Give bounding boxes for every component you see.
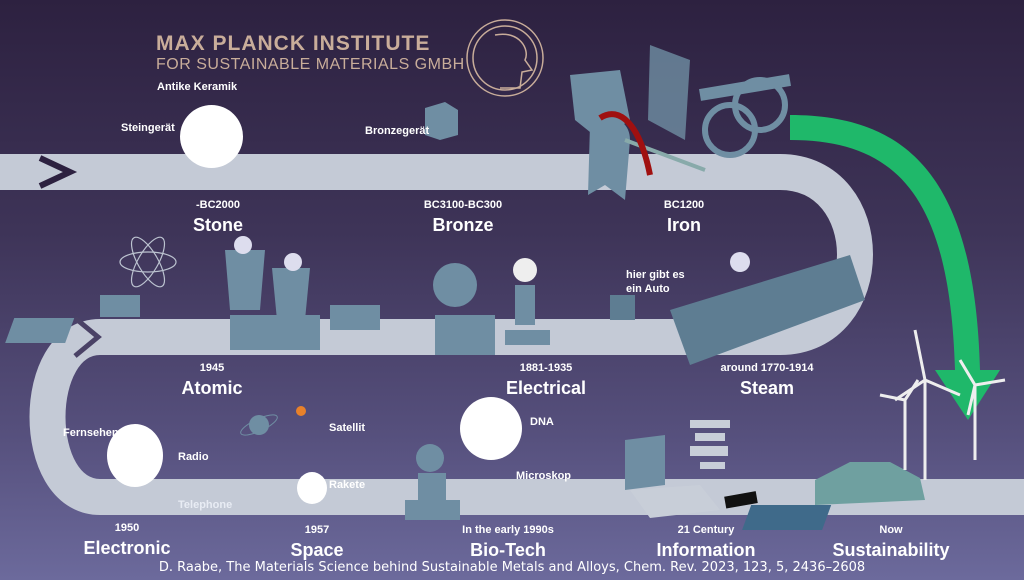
era-year-electronic: 1950 xyxy=(114,522,140,534)
era-name-electrical: Electrical xyxy=(505,378,587,398)
era-name-atomic: Atomic xyxy=(181,378,243,398)
era-year-steam: around 1770-1914 xyxy=(720,362,814,374)
institute-subtitle: FOR SUSTAINABLE MATERIALS GMBH xyxy=(156,56,465,73)
era-year-iron: BC1200 xyxy=(663,199,705,211)
saturn-icon xyxy=(240,414,278,436)
era-name-bronze: Bronze xyxy=(432,215,494,235)
institute-title: MAX PLANCK INSTITUTE xyxy=(156,32,431,55)
solar-panel-icon xyxy=(742,505,832,530)
phone-icon xyxy=(724,491,758,509)
era-name-information: Information xyxy=(656,540,756,560)
laptop-icon xyxy=(625,435,720,518)
citation: D. Raabe, The Materials Science behind S… xyxy=(158,560,866,575)
placeholder-image xyxy=(107,424,163,487)
era-year-stone: -BC2000 xyxy=(195,199,241,211)
label-satellit: Satellit xyxy=(329,422,366,434)
bronze-cube-icon xyxy=(425,102,458,140)
label-auto: hier gibt es ein Auto xyxy=(626,269,685,295)
start-chevron-icon xyxy=(38,155,78,189)
label-bronzegeraet: Bronzegerät xyxy=(365,125,430,137)
era-name-stone: Stone xyxy=(192,215,244,235)
era-name-electronic: Electronic xyxy=(83,538,171,558)
era-year-space: 1957 xyxy=(304,524,330,536)
era-year-information: 21 Century xyxy=(677,524,735,536)
era-year-electrical: 1881-1935 xyxy=(519,362,573,374)
label-mikroskop: Microskop xyxy=(516,470,572,482)
timeline-road xyxy=(0,154,1024,515)
placeholder-image xyxy=(297,472,327,504)
green-arrow-icon xyxy=(790,115,1000,420)
cannon-icon xyxy=(699,74,791,158)
era-year-sustainability: Now xyxy=(879,524,903,536)
road-chevron-icon xyxy=(73,316,102,358)
mars-icon xyxy=(296,406,306,416)
label-fernsehen: Fernsehen xyxy=(63,427,119,439)
helmet-icon xyxy=(570,45,706,200)
power-plant-icon xyxy=(5,250,380,350)
era-year-biotech: In the early 1990s xyxy=(462,524,554,536)
era-name-iron: Iron xyxy=(667,215,701,235)
era-name-steam: Steam xyxy=(739,378,795,398)
wind-turbine-icon xyxy=(879,329,1006,480)
seal-logo xyxy=(466,19,544,97)
steam-train-icon xyxy=(610,255,865,365)
document-lines-icon xyxy=(690,420,730,469)
era-name-sustainability: Sustainability xyxy=(832,540,950,560)
gramophone-icon xyxy=(433,258,550,355)
label-antike-keramik: Antike Keramik xyxy=(157,81,238,93)
placeholder-image xyxy=(460,397,522,460)
era-name-space: Space xyxy=(290,540,344,560)
robot-icon xyxy=(405,444,460,520)
era-year-bronze: BC3100-BC300 xyxy=(423,199,503,211)
label-dna: DNA xyxy=(530,416,554,428)
era-name-biotech: Bio-Tech xyxy=(470,540,546,560)
label-rakete: Rakete xyxy=(329,479,366,491)
era-year-atomic: 1945 xyxy=(199,362,225,374)
placeholder-image xyxy=(180,105,243,168)
label-radio: Radio xyxy=(178,451,209,463)
label-steingeraet: Steingerät xyxy=(121,122,175,134)
car-icon xyxy=(815,462,925,505)
label-telephone: Telephone xyxy=(178,499,233,511)
atom-icon xyxy=(119,236,177,288)
